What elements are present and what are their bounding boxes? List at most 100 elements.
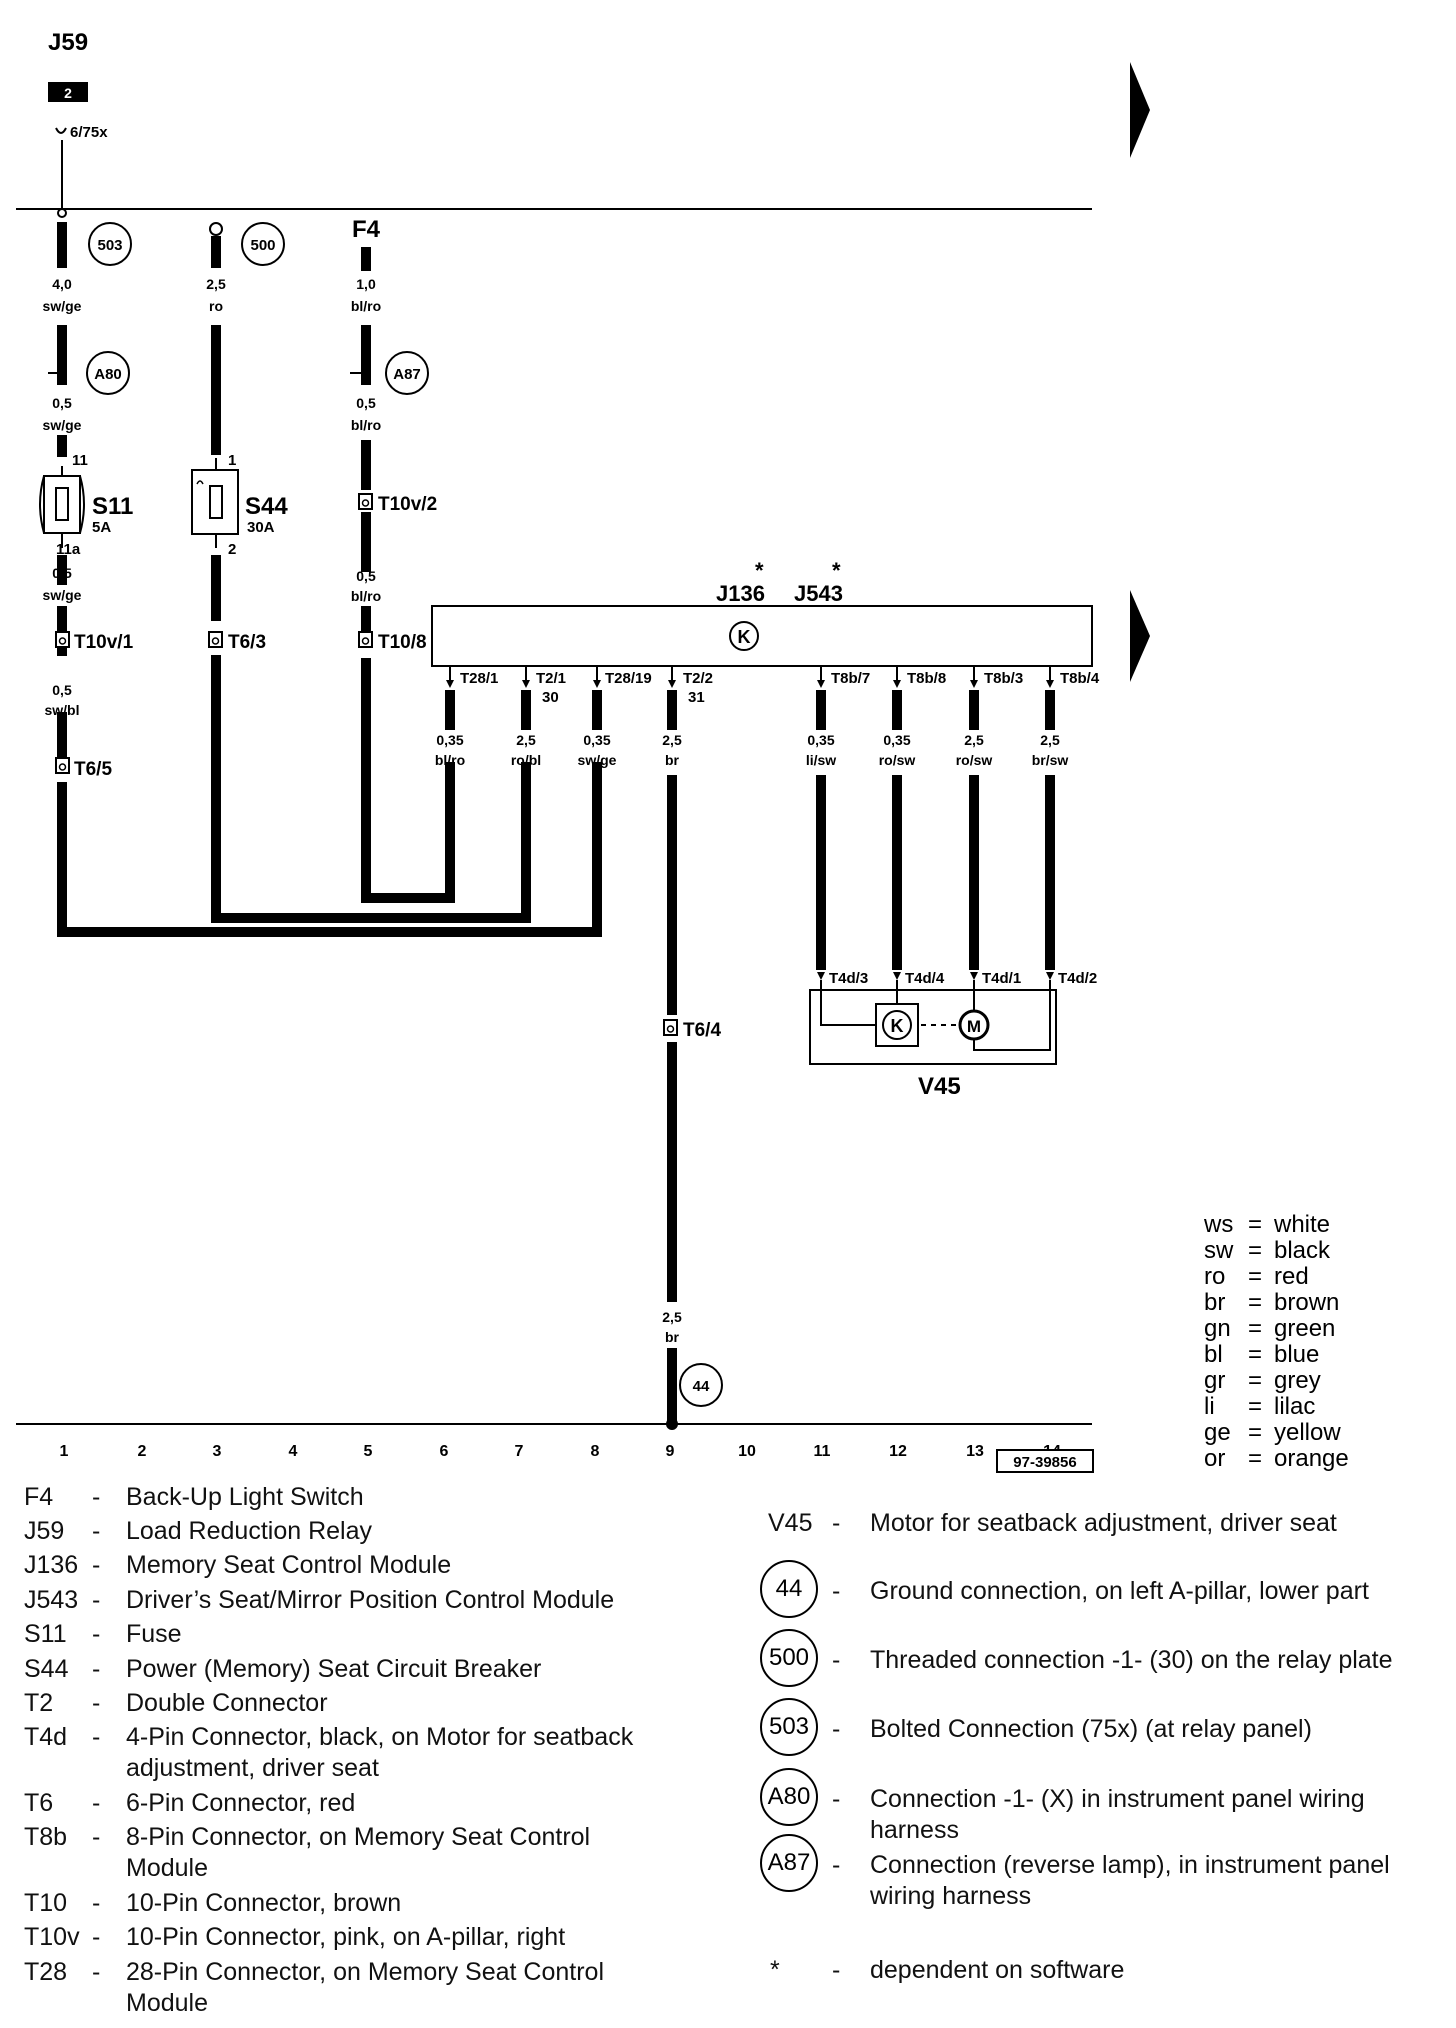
svg-text:0,5: 0,5 [52, 395, 72, 411]
legend-desc: 8-Pin Connector, on Memory Seat Control [126, 1823, 591, 1851]
svg-text:S11: S11 [92, 493, 133, 520]
f4-label: F4 [352, 216, 381, 243]
svg-text:500: 500 [250, 237, 275, 254]
wire-column-1 [48, 140, 67, 937]
color-abbr: gr [1204, 1367, 1226, 1394]
svg-text:T28/19: T28/19 [605, 670, 652, 687]
legend-code: J136 [24, 1551, 79, 1579]
fuse-s11: S11 5A 11 11a [39, 452, 133, 558]
legend-dash: - [832, 1577, 841, 1605]
legend-desc: Motor for seatback adjustment, driver se… [870, 1509, 1337, 1537]
legend-desc: Back-Up Light Switch [126, 1483, 364, 1511]
svg-text:T2/1: T2/1 [536, 670, 566, 687]
legend-desc-cont: Module [126, 1989, 208, 2017]
color-abbr: or [1204, 1445, 1226, 1472]
color-key-row: gn=green [1204, 1316, 1404, 1342]
equals: = [1248, 1289, 1263, 1316]
svg-text:S44: S44 [245, 493, 288, 520]
color-name: grey [1274, 1367, 1321, 1394]
diagram-id-box: 97-39856 [996, 1449, 1094, 1473]
color-key-row: ge=yellow [1204, 1420, 1404, 1446]
svg-text:sw/ge: sw/ge [43, 298, 82, 314]
svg-text:1,0: 1,0 [356, 276, 376, 292]
color-name: yellow [1274, 1419, 1341, 1446]
svg-text:bl/ro: bl/ro [351, 417, 381, 433]
legend-code: J59 [24, 1517, 65, 1545]
svg-text:A80: A80 [94, 366, 122, 383]
svg-text:br: br [665, 752, 680, 768]
color-abbr: li [1204, 1393, 1215, 1420]
legend-row-s11: S11 - Fuse [24, 1619, 724, 1650]
svg-text:31: 31 [688, 689, 705, 706]
connector-t63: T6/3 [208, 631, 266, 653]
svg-text:T8b/3: T8b/3 [984, 670, 1023, 687]
color-key: ws=white sw=black ro=red br=brown gn=gre… [1204, 1212, 1404, 1472]
svg-text:10: 10 [738, 1443, 756, 1460]
svg-text:T2/2: T2/2 [683, 670, 713, 687]
legend-row-j136: J136 - Memory Seat Control Module [24, 1550, 724, 1581]
legend-dash: - [832, 1646, 841, 1674]
motor-wires [816, 775, 1055, 970]
wire-column-3 [209, 222, 223, 923]
legend-code: T10v [24, 1923, 80, 1951]
svg-text:K: K [738, 627, 751, 647]
legend-code: * [770, 1956, 780, 1984]
svg-text:T8b/7: T8b/7 [831, 670, 870, 687]
svg-text:ro/sw: ro/sw [956, 752, 993, 768]
svg-text:11: 11 [72, 452, 88, 469]
legend-dash: - [92, 1551, 101, 1579]
equals: = [1248, 1419, 1263, 1446]
legend-desc: Power (Memory) Seat Circuit Breaker [126, 1655, 542, 1683]
legend-desc: Threaded connection -1- (30) on the rela… [870, 1646, 1393, 1674]
svg-text:4: 4 [289, 1443, 298, 1460]
svg-text:0,35: 0,35 [883, 732, 910, 748]
ground-44-badge: 44 [760, 1560, 818, 1618]
legend-dash: - [92, 1517, 101, 1545]
svg-text:K: K [891, 1016, 904, 1036]
svg-text:bl/ro: bl/ro [351, 298, 381, 314]
svg-text:2,5: 2,5 [662, 1309, 682, 1325]
legend-desc-cont: adjustment, driver seat [126, 1754, 379, 1782]
color-key-row: li=lilac [1204, 1394, 1404, 1420]
svg-text:1: 1 [228, 452, 236, 469]
legend-desc: Driver’s Seat/Mirror Position Control Mo… [126, 1586, 615, 1614]
connector-t108: T10/8 [358, 631, 427, 653]
wire-label-w1-mid: 0,5 sw/ge [43, 395, 82, 433]
svg-text:ro/bl: ro/bl [511, 752, 541, 768]
svg-text:6: 6 [440, 1443, 449, 1460]
legend-code: T2 [24, 1689, 54, 1717]
legend-desc: 10-Pin Connector, brown [126, 1889, 402, 1917]
connector-t10v2: T10v/2 [358, 493, 437, 515]
svg-text:T6/4: T6/4 [683, 1020, 721, 1041]
equals: = [1248, 1445, 1263, 1472]
connector-t64: T6/4 [663, 1019, 721, 1041]
color-name: black [1274, 1237, 1331, 1264]
svg-text:T6/5: T6/5 [74, 759, 112, 780]
svg-text:0,5: 0,5 [356, 568, 376, 584]
connection-500-badge: 500 [760, 1629, 818, 1687]
legend-row-503: - Bolted Connection (75x) (at relay pane… [832, 1714, 1432, 1745]
color-key-row: br=brown [1204, 1290, 1404, 1316]
legend-code: T4d [24, 1723, 68, 1751]
legend-row-t2: T2 - Double Connector [24, 1688, 724, 1719]
legend-row-j543: J543 - Driver’s Seat/Mirror Position Con… [24, 1585, 724, 1616]
svg-text:*: * [755, 558, 764, 583]
color-abbr: ro [1204, 1263, 1226, 1290]
svg-text:2,5: 2,5 [516, 732, 536, 748]
svg-text:11a: 11a [56, 541, 81, 558]
svg-text:2,5: 2,5 [206, 276, 226, 292]
legend-code: V45 [768, 1509, 813, 1537]
svg-text:T8b/4: T8b/4 [1060, 670, 1100, 687]
legend-row-v45: V45 - Motor for seatback adjustment, dri… [768, 1508, 1448, 1539]
control-module-j136-j543: K J136 J543 * * [431, 558, 1093, 667]
svg-text:M: M [967, 1017, 981, 1036]
color-key-row: ws=white [1204, 1212, 1404, 1238]
equals: = [1248, 1263, 1263, 1290]
legend-row-j59: J59 - Load Reduction Relay [24, 1516, 724, 1547]
svg-text:br: br [665, 1329, 680, 1345]
legend-row-500: - Threaded connection -1- (30) on the re… [832, 1645, 1432, 1676]
svg-text:sw/ge: sw/ge [43, 417, 82, 433]
svg-text:44: 44 [693, 1378, 710, 1395]
svg-text:V45: V45 [918, 1073, 961, 1100]
color-key-row: sw=black [1204, 1238, 1404, 1264]
